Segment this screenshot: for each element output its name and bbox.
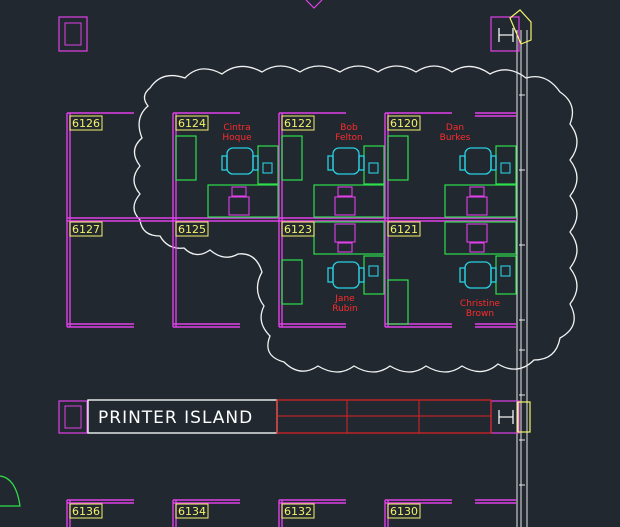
cubicle-labels: 6126 6124 6122 6120 6127 6125 6123 6121 6136 6134… [69, 115, 421, 519]
cubicle-number: 6136 [72, 505, 100, 518]
cubicle-tag-6123: 6123 [281, 221, 315, 237]
exterior-wall [516, 30, 528, 527]
cubicle-number: 6134 [178, 505, 206, 518]
printer-island [87, 399, 492, 434]
cubicle-tag-6136: 6136 [69, 503, 103, 519]
cubicle-number: 6123 [284, 223, 312, 236]
cubicle-number: 6121 [390, 223, 418, 236]
cubicle-number: 6120 [390, 117, 418, 130]
cubicle-partitions [66, 112, 516, 527]
cubicle-tag-6124: 6124 [175, 115, 209, 131]
cubicle-number: 6125 [178, 223, 206, 236]
revision-cloud [133, 65, 578, 373]
cubicle-number: 6127 [72, 223, 100, 236]
cubicle-tag-6127: 6127 [69, 221, 103, 237]
cubicle-tag-6132: 6132 [281, 503, 315, 519]
cubicle-tag-6121: 6121 [387, 221, 421, 237]
cubicle-number: 6130 [390, 505, 418, 518]
cubicle-number: 6132 [284, 505, 312, 518]
cubicle-tag-6130: 6130 [387, 503, 421, 519]
computer-icons [228, 186, 488, 253]
cubicle-number: 6126 [72, 117, 100, 130]
cubicle-number: 6124 [178, 117, 206, 130]
cubicle-tag-6122: 6122 [281, 115, 315, 131]
wall-mullions [519, 94, 525, 486]
cubicle-number: 6122 [284, 117, 312, 130]
phone-icons [262, 162, 511, 277]
cubicle-tag-6120: 6120 [387, 115, 421, 131]
cubicle-tag-6134: 6134 [175, 503, 209, 519]
column-markers [0, 0, 532, 507]
cubicle-tag-6125: 6125 [175, 221, 209, 237]
printer-island-label: PRINTER ISLAND [98, 408, 253, 428]
cubicle-tag-6126: 6126 [69, 115, 103, 131]
chair-icons [221, 147, 497, 289]
